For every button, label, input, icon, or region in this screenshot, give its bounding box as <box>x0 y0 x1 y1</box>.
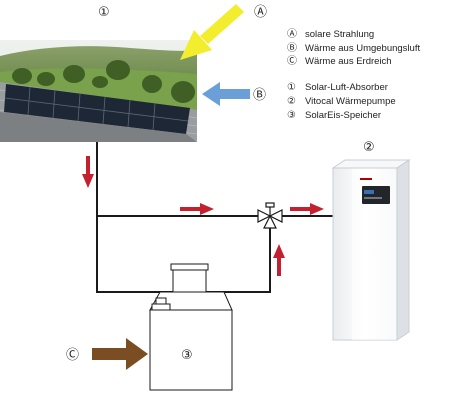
legend-symbol: Ⓑ <box>287 42 297 54</box>
ground-heat-arrow <box>92 338 148 370</box>
legend-text: SolarEis-Speicher <box>305 110 381 121</box>
heat-pump-unit <box>331 159 411 341</box>
marker-three: ③ <box>181 348 193 363</box>
legend-symbol: Ⓐ <box>287 28 297 40</box>
legend-symbol: ① <box>287 82 296 93</box>
legend-symbol: ② <box>287 96 296 107</box>
legend-symbol: ③ <box>287 110 296 121</box>
marker-c: Ⓒ <box>66 348 79 363</box>
three-way-valve <box>257 202 283 229</box>
marker-one: ① <box>98 5 110 20</box>
legend: Ⓐ solare Strahlung Ⓑ Wärme aus Umgebungs… <box>287 28 420 121</box>
legend-text: Wärme aus Umgebungsluft <box>305 43 420 54</box>
flow-arrow-right-1 <box>180 203 214 215</box>
legend-text: Solar-Luft-Absorber <box>305 82 388 93</box>
legend-text: Wärme aus Erdreich <box>305 56 392 67</box>
solar-radiation-arrow <box>180 4 244 60</box>
flow-arrow-down <box>82 156 94 188</box>
legend-text: Vitocal Wärmepumpe <box>305 96 396 107</box>
legend-text: solare Strahlung <box>305 29 374 40</box>
ice-storage-tank <box>149 263 233 391</box>
flow-arrow-right-2 <box>290 203 324 215</box>
legend-symbol: Ⓒ <box>287 55 297 67</box>
ambient-air-arrow <box>202 82 250 106</box>
solar-absorber-roof-photo <box>0 40 197 142</box>
marker-b: Ⓑ <box>253 88 266 103</box>
marker-a: Ⓐ <box>254 5 267 20</box>
flow-arrow-up <box>273 244 285 276</box>
marker-two: ② <box>363 140 375 155</box>
pipe-network <box>96 142 333 293</box>
